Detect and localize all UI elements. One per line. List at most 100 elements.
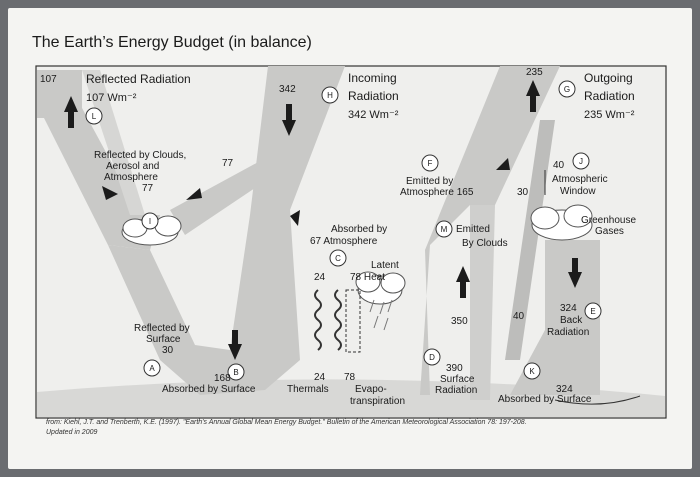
marker-M-letter: M — [441, 225, 448, 234]
marker-K-letter: K — [529, 367, 535, 376]
diag-arrow-right — [186, 188, 202, 200]
marker-E — [584, 302, 602, 320]
citation-updated: Updated in 2009 — [46, 429, 98, 436]
marker-E-letter: E — [590, 307, 595, 316]
citation-line: from: Kiehl, J.T. and Trenberth, K.E. (1… — [46, 419, 527, 426]
up-arrow-outgoing — [526, 80, 540, 112]
marker-A — [143, 359, 161, 377]
down-arrow-absorbed — [228, 330, 242, 360]
reflected-band-inner — [82, 70, 145, 215]
marker-circles — [85, 80, 602, 381]
outgoing-label: Outgoing — [584, 71, 633, 85]
marker-D-letter: D — [429, 353, 435, 362]
marker-C — [329, 249, 347, 267]
evapo-column — [345, 289, 361, 353]
emitted-clouds-line2: By Clouds — [462, 238, 508, 249]
window-40-label: 40 — [553, 160, 565, 171]
outgoing-band — [420, 66, 560, 395]
window-30-label: 30 — [517, 187, 529, 198]
page-title: The Earth’s Energy Budget (in balance) — [32, 34, 312, 51]
evapo-78-label: 78 — [344, 372, 356, 383]
absorbed-324-label: 324 — [556, 384, 573, 395]
evapo-line1: Evapo- — [355, 384, 387, 395]
marker-J-letter: J — [579, 157, 583, 166]
absorbed-by-surface-label: Absorbed by Surface — [162, 384, 256, 395]
cloud-left — [121, 215, 182, 246]
up-arrow-350 — [456, 266, 470, 298]
reflected-107-corner: 107 — [40, 74, 57, 85]
reflected-surface-30: 30 — [162, 345, 174, 356]
absorbed-atmosphere-line1: Absorbed by — [331, 224, 387, 235]
diag-arrow-emitted — [496, 158, 510, 170]
emitted-atmosphere-line2: Atmosphere 165 — [400, 187, 474, 198]
back-radiation-324: 324 — [560, 303, 577, 314]
marker-F — [421, 154, 439, 172]
marker-G-letter: G — [564, 85, 570, 94]
diagram-labels: 107 Reflected Radiation 107 Wm⁻² 342 Inc… — [40, 67, 636, 407]
marker-B — [227, 363, 245, 381]
surface-radiation-line2: Radiation — [435, 385, 477, 396]
incoming-value: 342 Wm⁻² — [348, 109, 399, 121]
marker-F-letter: F — [428, 159, 433, 168]
marker-D — [423, 348, 441, 366]
absorbed-by-surface-right: Absorbed by Surface — [498, 394, 592, 405]
outgoing-radiation-label: Radiation — [584, 89, 635, 103]
reflected-surface-line2: Surface — [146, 334, 181, 345]
marker-L-letter: L — [92, 112, 97, 121]
marker-I-letter: I — [149, 217, 151, 226]
marker-L — [85, 107, 103, 125]
marker-C-letter: C — [335, 254, 341, 263]
back-radiation-line3: Radiation — [547, 327, 589, 338]
reflected-77-right: 77 — [222, 158, 234, 169]
reflected-clouds-line1: Reflected by Clouds, — [94, 150, 186, 161]
thermals-squiggle — [314, 289, 322, 351]
latent-heat-line1: Latent — [371, 260, 399, 271]
outgoing-value: 235 Wm⁻² — [584, 109, 635, 121]
marker-G — [558, 80, 576, 98]
cloud-right — [530, 204, 593, 241]
window-band — [505, 120, 555, 360]
diag-arrow-left — [102, 186, 118, 200]
marker-K — [523, 362, 541, 380]
citation-footer: from: Kiehl, J.T. and Trenberth, K.E. (1… — [46, 418, 666, 438]
thermals-squiggle-2 — [334, 289, 342, 351]
marker-H-letter: H — [327, 91, 333, 100]
reflected-radiation-value: 107 Wm⁻² — [86, 92, 137, 104]
emitted-atmosphere-line1: Emitted by — [406, 176, 453, 187]
thermals-24-label: 24 — [314, 372, 326, 383]
greenhouse-gases-line1: Greenhouse — [581, 215, 636, 226]
absorbed-168-label: 168 — [214, 373, 231, 384]
reflected-clouds-77: 77 — [142, 183, 154, 194]
surface-radiation-band — [470, 205, 495, 400]
emitted-clouds-line1: Emitted — [456, 224, 490, 235]
marker-I — [141, 212, 159, 230]
up-arrow-reflected — [64, 96, 78, 128]
surface-pointer — [554, 395, 641, 405]
marker-A-letter: A — [149, 364, 155, 373]
cloud-middle — [355, 271, 406, 305]
greenhouse-gases-line2: Gases — [595, 226, 624, 237]
outgoing-235-label: 235 — [526, 67, 543, 78]
reflected-radiation-label: Reflected Radiation — [86, 72, 191, 86]
surface-radiation-line1: Surface — [440, 374, 475, 385]
back-radiation-line2: Back — [560, 315, 583, 326]
rain-lines — [369, 299, 393, 331]
atmospheric-window-line2: Window — [560, 186, 596, 197]
incoming-radiation-label: Radiation — [348, 89, 399, 103]
diag-arrow-absorbed-atm — [290, 210, 300, 226]
marker-B-letter: B — [233, 368, 238, 377]
surface-390-label: 390 — [446, 363, 463, 374]
incoming-label: Incoming — [348, 71, 397, 85]
thermals-24-top: 24 — [314, 272, 326, 283]
window-40-mid-label: 40 — [513, 311, 525, 322]
cloud-reflection-band — [170, 160, 270, 235]
arrows — [64, 80, 582, 360]
absorbed-atmosphere-line2: 67 Atmosphere — [310, 236, 378, 247]
incoming-342-label: 342 — [279, 84, 296, 95]
marker-M — [435, 220, 453, 238]
latent-heat-line2: 78 Heat — [350, 272, 385, 283]
down-arrow-back — [568, 258, 582, 288]
incoming-band — [108, 66, 345, 395]
down-arrow-incoming — [282, 104, 296, 136]
